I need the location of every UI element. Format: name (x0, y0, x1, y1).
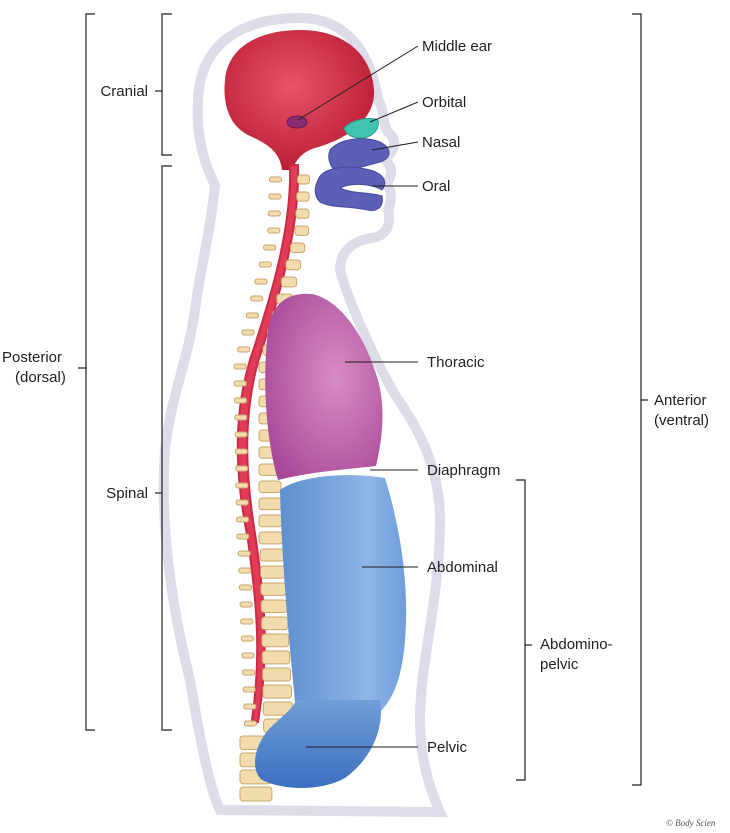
vertebra (260, 599, 288, 613)
vertebra-process (243, 720, 257, 727)
label-oral: Oral (422, 178, 450, 195)
vertebra-process (236, 533, 250, 540)
vertebra (297, 174, 310, 185)
label-abdominopelvic: Abdomino- (540, 636, 613, 653)
vertebra-process (235, 482, 249, 489)
label-spinal: Spinal (106, 485, 148, 502)
vertebra (258, 497, 283, 511)
credit-text: © Body Scien (666, 818, 716, 828)
vertebra-process (242, 669, 256, 676)
label-anterior: Anterior (654, 392, 707, 409)
vertebra-process (254, 278, 268, 285)
label-orbital: Orbital (422, 94, 466, 111)
vertebra-process (267, 210, 281, 217)
vertebra-process (241, 329, 255, 336)
vertebra-process (235, 499, 249, 506)
vertebra (289, 242, 306, 254)
vertebra (258, 531, 284, 545)
vertebra-process (239, 601, 253, 608)
vertebra-process (233, 363, 247, 370)
spinal-cord (236, 164, 300, 724)
label-cranial: Cranial (100, 83, 148, 100)
label-thoracic: Thoracic (427, 354, 485, 371)
label-abdominal: Abdominal (427, 559, 498, 576)
vertebra-process (233, 380, 247, 387)
vertebra (262, 667, 292, 682)
vertebra (260, 565, 286, 579)
vertebra-process (268, 193, 282, 200)
bracket-anterior (632, 13, 642, 786)
pelvic-cavity (255, 700, 381, 788)
vertebra (239, 786, 273, 802)
vertebra (294, 225, 310, 236)
brackets (78, 13, 648, 786)
label-posterior: Posterior (2, 349, 62, 366)
vertebra-process (234, 448, 248, 455)
bracket-spinal (161, 165, 172, 731)
vertebra (259, 548, 285, 562)
label-diaphragm: Diaphragm (427, 462, 500, 479)
vertebra-process (243, 703, 257, 710)
vertebra-process (250, 295, 264, 302)
vertebra-process (267, 227, 281, 234)
vertebra (295, 208, 310, 219)
vertebra-process (242, 686, 256, 693)
cranial-cavity (224, 30, 375, 170)
vertebra-process (240, 635, 254, 642)
thoracic-cavity (265, 293, 383, 480)
bracket-posterior (85, 13, 95, 731)
vertebra (258, 514, 283, 528)
vertebra-process (234, 397, 248, 404)
vertebra-process (240, 618, 254, 625)
orbital-cavity (343, 117, 379, 139)
vertebra-process (238, 584, 252, 591)
vertebra-process (238, 567, 252, 574)
label-middle-ear: Middle ear (422, 38, 492, 55)
vertebra-process (263, 244, 277, 251)
vertebra (258, 480, 282, 493)
label-nasal: Nasal (422, 134, 460, 151)
vertebra-process (237, 550, 251, 557)
label-posterior-dorsal: (dorsal) (15, 369, 66, 386)
leader-lines (297, 45, 419, 748)
vertebra-process (258, 261, 272, 268)
bracket-abdominopelvic (516, 479, 526, 781)
vertebra (261, 633, 290, 648)
vertebra-process (234, 414, 248, 421)
oral-cavity (314, 166, 386, 211)
vertebra (262, 684, 292, 699)
vertebra (261, 650, 291, 665)
vertebra (260, 582, 287, 596)
vertebra (280, 276, 298, 288)
vertebra (296, 191, 310, 202)
label-anterior-ventral: (ventral) (654, 412, 709, 429)
vertebra-process (245, 312, 259, 319)
vertebra-process (241, 652, 255, 659)
vertebra-process (269, 176, 282, 183)
vertebra-process (234, 431, 248, 438)
vertebra-process (236, 516, 250, 523)
vertebra (261, 616, 289, 631)
vertebra-process (235, 465, 249, 472)
middle-ear-cavity (286, 115, 308, 129)
abdominal-cavity (280, 475, 407, 712)
bracket-cranial (161, 13, 172, 156)
label-abdominopelvic-2: pelvic (540, 656, 579, 673)
vertebra-process (237, 346, 251, 353)
vertebra (285, 259, 302, 271)
label-pelvic: Pelvic (427, 739, 468, 756)
